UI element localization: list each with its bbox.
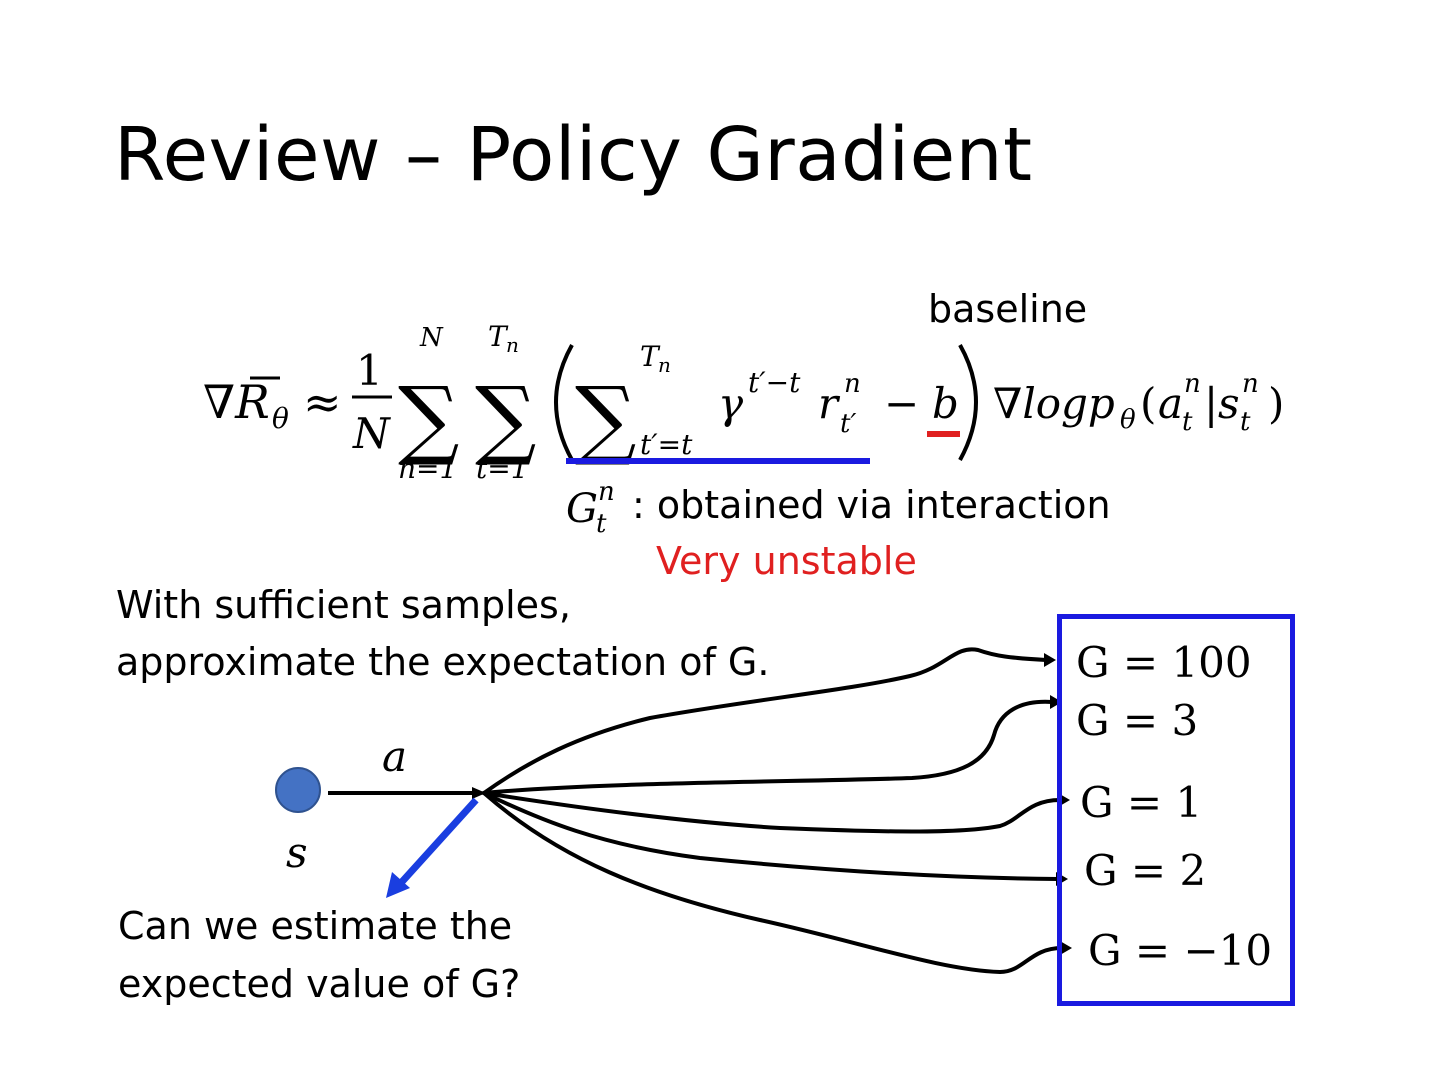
trajectory-path <box>482 791 1064 975</box>
svg-text:∑: ∑ <box>398 369 459 469</box>
svg-text:T: T <box>488 320 509 353</box>
return-value: G = 100 <box>1076 638 1252 687</box>
svg-text:G: G <box>566 486 598 532</box>
svg-text:(: ( <box>1140 379 1156 428</box>
svg-text:|: | <box>1204 379 1218 428</box>
baseline-label: baseline <box>928 287 1088 331</box>
svg-text:t=1: t=1 <box>476 452 529 485</box>
unstable-note: Very unstable <box>656 539 917 583</box>
svg-text:n=1: n=1 <box>398 452 457 485</box>
svg-text:n: n <box>598 477 615 507</box>
svg-text:∑: ∑ <box>575 369 636 469</box>
trajectory-path <box>482 791 1062 834</box>
svg-text:N: N <box>352 409 391 458</box>
value-arrow <box>397 797 479 887</box>
svg-text:∑: ∑ <box>475 369 536 469</box>
return-value: G = 3 <box>1076 696 1199 745</box>
trajectory-path <box>482 791 1060 881</box>
svg-text:): ) <box>1268 379 1284 428</box>
svg-text:r: r <box>818 379 841 428</box>
svg-text:t: t <box>1240 407 1251 437</box>
svg-text:t′=t: t′=t <box>640 428 693 461</box>
nabla-r-bar-theta: ∇R <box>203 375 270 429</box>
return-value: G = 2 <box>1084 846 1207 895</box>
svg-text:s: s <box>1218 379 1240 428</box>
estimate-note-line1: Can we estimate the <box>118 904 513 948</box>
svg-text:≈: ≈ <box>303 375 342 429</box>
svg-text:θ: θ <box>272 402 289 435</box>
svg-text:t: t <box>596 509 607 539</box>
slide-title: Review – Policy Gradient <box>114 112 1033 198</box>
state-label: s <box>286 828 308 877</box>
svg-text:γ: γ <box>718 379 744 428</box>
svg-text:n: n <box>844 369 861 399</box>
svg-text:θ: θ <box>1120 405 1136 435</box>
svg-text:n: n <box>1242 369 1259 399</box>
svg-text:T: T <box>640 340 661 373</box>
svg-text:−: − <box>884 379 919 428</box>
svg-text:1: 1 <box>356 346 383 395</box>
svg-text:∇logp: ∇logp <box>993 379 1115 428</box>
gtn-note: : obtained via interaction <box>632 483 1111 527</box>
state-circle <box>275 767 321 813</box>
svg-text:n: n <box>506 333 519 357</box>
svg-text:a: a <box>1158 379 1183 428</box>
svg-text:t: t <box>1182 407 1193 437</box>
samples-note-line2: approximate the expectation of G. <box>116 640 770 684</box>
svg-text:n: n <box>658 353 671 377</box>
svg-text:N: N <box>419 323 444 353</box>
return-value: G = −10 <box>1088 926 1273 975</box>
return-value: G = 1 <box>1080 778 1203 827</box>
estimate-note-line2: expected value of G? <box>118 962 521 1006</box>
returns-box <box>1057 614 1295 1006</box>
svg-text:b: b <box>932 379 959 428</box>
samples-note-line1: With sufficient samples, <box>116 583 571 627</box>
trajectory-path <box>482 699 1054 795</box>
action-label: a <box>382 732 408 781</box>
trajectory-path <box>482 647 1048 795</box>
svg-text:n: n <box>1184 369 1201 399</box>
svg-text:t′−t: t′−t <box>748 366 801 399</box>
svg-text:t′: t′ <box>840 409 856 439</box>
